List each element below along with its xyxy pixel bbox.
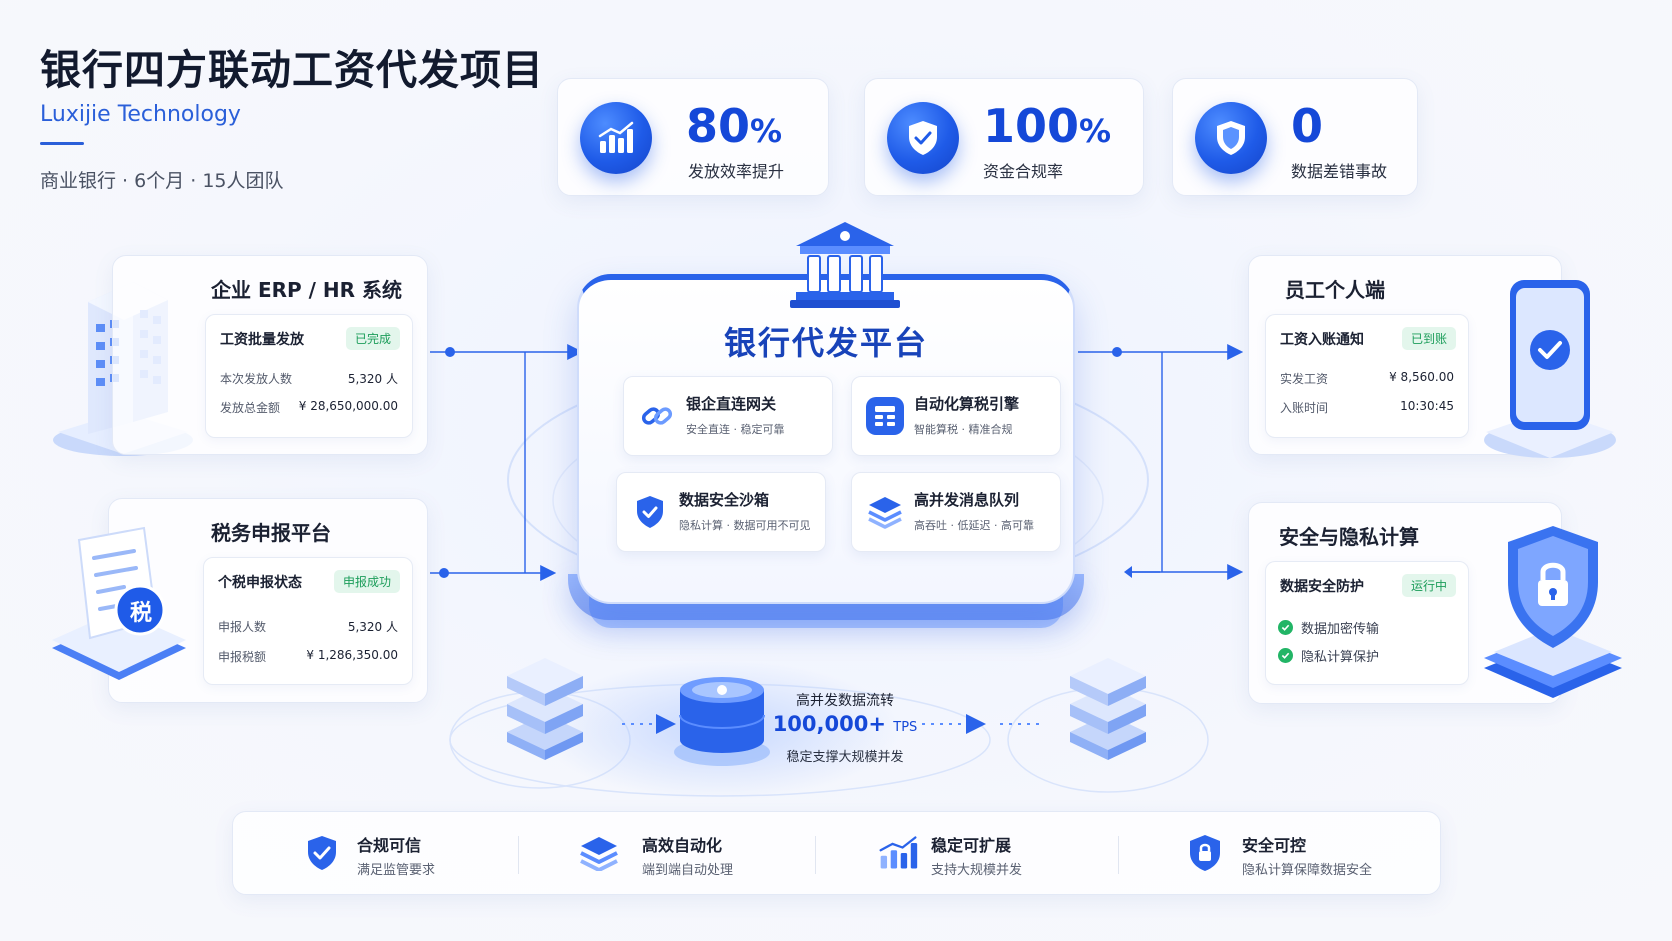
feature-title: 稳定可扩展 [931,836,1012,855]
card-title: 个税申报状态 [218,575,302,591]
module-desc: 高吞吐 · 低延迟 · 高可靠 [914,519,1034,532]
check-item: 隐私计算保护 [1278,646,1379,665]
feature-compliance: 合规可信 满足监管要求 [233,812,535,896]
kpi-label: 发放效率提升 [688,162,785,181]
kpi-card-errors: 0 数据差错事故 [1172,78,1418,196]
flow-title: 高并发数据流转 [796,693,894,709]
feature-desc: 满足监管要求 [357,863,436,878]
module-desc: 安全直连 · 稳定可靠 [686,423,785,436]
module-title: 银企直连网关 [686,395,777,413]
shield-check-icon [887,102,959,174]
kpi-value: 100% [983,99,1112,153]
row-value: ¥ 8,560.00 [1389,370,1454,384]
feature-desc: 支持大规模并发 [931,863,1023,878]
layers-icon [866,493,904,531]
page-title: 银行四方联动工资代发项目 [40,46,544,94]
payroll-batch-card: 工资批量发放 已完成 本次发放人数 5,320 人 发放总金额 ¥ 28,650… [205,314,413,438]
tax-panel: 税务申报平台 个税申报状态 申报成功 申报人数 5,320 人 申报税额 ¥ 1… [108,498,428,703]
divider [1118,836,1119,874]
shield-check-icon [631,493,669,531]
row-label: 申报人数 [218,620,267,634]
project-meta: 商业银行 · 6个月 · 15人团队 [40,170,284,192]
erp-panel: 企业 ERP / HR 系统 工资批量发放 已完成 本次发放人数 5,320 人… [112,255,428,455]
row-label: 发放总金额 [220,401,281,415]
feature-title: 高效自动化 [642,836,723,855]
smartphone-icon [1484,280,1616,458]
kpi-card-efficiency: 80% 发放效率提升 [557,78,829,196]
module-tax-engine: 自动化算税引擎 智能算税 · 精准合规 [851,376,1061,456]
row-value: ¥ 28,650,000.00 [298,399,398,413]
feature-desc: 端到端自动处理 [642,863,734,878]
status-badge: 已完成 [345,327,400,350]
platform-title: 银行代发平台 [723,324,928,362]
status-badge: 已到账 [1401,327,1456,350]
panel-title: 安全与隐私计算 [1279,525,1419,549]
flow-desc: 稳定支撑大规模并发 [786,750,904,765]
employee-panel: 员工个人端 工资入账通知 已到账 实发工资 ¥ 8,560.00 入账时间 10… [1248,255,1562,455]
module-desc: 隐私计算 · 数据可用不可见 [679,519,811,532]
tax-document-icon [52,526,186,680]
module-title: 数据安全沙箱 [679,491,770,509]
bank-building-icon [790,222,900,308]
status-badge: 运行中 [1401,574,1456,597]
flow-throughput: 100,000+ TPS [772,712,918,736]
row-value: 5,320 人 [347,372,398,386]
status-badge: 申报成功 [333,570,400,593]
feature-security: 安全可控 隐私计算保障数据安全 [1118,812,1420,896]
bar-chart-icon [580,102,652,174]
feature-automation: 高效自动化 端到端自动处理 [518,812,820,896]
card-title: 工资入账通知 [1280,332,1364,348]
feature-title: 安全可控 [1242,836,1307,855]
divider [518,836,519,874]
feature-bar: 合规可信 满足监管要求 高效自动化 端到端自动处理 稳定可扩展 支持大规模并发 [232,811,1441,895]
company-name: Luxijie Technology [40,102,241,127]
check-item: 数据加密传输 [1278,618,1379,637]
check-icon [1278,648,1293,663]
feature-scalability: 稳定可扩展 支持大规模并发 [815,812,1117,896]
module-sandbox: 数据安全沙箱 隐私计算 · 数据可用不可见 [616,472,826,552]
module-gateway: 银企直连网关 安全直连 · 稳定可靠 [623,376,833,456]
security-shield-lock-icon [1484,526,1622,698]
row-value: 5,320 人 [347,620,398,634]
kpi-label: 数据差错事故 [1291,162,1388,181]
kpi-card-compliance: 100% 资金合规率 [864,78,1144,196]
server-left-icon [507,658,583,760]
server-right-icon [1070,658,1146,760]
feature-desc: 隐私计算保障数据安全 [1242,863,1373,878]
kpi-label: 资金合规率 [983,162,1064,181]
row-value: 10:30:45 [1400,399,1454,413]
row-label: 本次发放人数 [220,372,293,386]
card-title: 数据安全防护 [1280,579,1364,595]
feature-title: 合规可信 [357,836,422,855]
row-label: 实发工资 [1280,372,1329,386]
tax-status-card: 个税申报状态 申报成功 申报人数 5,320 人 申报税额 ¥ 1,286,35… [203,557,413,685]
module-desc: 智能算税 · 精准合规 [914,423,1013,436]
panel-title: 员工个人端 [1285,278,1385,302]
check-icon [1278,620,1293,635]
row-label: 申报税额 [218,650,267,664]
row-label: 入账时间 [1280,401,1329,415]
salary-notice-card: 工资入账通知 已到账 实发工资 ¥ 8,560.00 入账时间 10:30:45 [1265,314,1469,438]
title-accent-line [40,142,84,145]
lock-icon [1184,832,1226,874]
link-icon [638,397,676,435]
kpi-value: 80% [686,99,783,153]
row-value: ¥ 1,286,350.00 [306,648,398,662]
card-title: 工资批量发放 [220,332,304,348]
shield-icon [1195,102,1267,174]
calculator-icon [866,397,904,435]
panel-title: 税务申报平台 [211,521,331,545]
shield-check-icon [301,832,343,874]
database-icon [674,677,770,766]
tax-icon-label: 税 [129,601,152,626]
module-message-queue: 高并发消息队列 高吞吐 · 低延迟 · 高可靠 [851,472,1061,552]
data-protection-card: 数据安全防护 运行中 数据加密传输 隐私计算保护 [1265,561,1469,685]
module-title: 高并发消息队列 [914,491,1020,509]
divider [815,836,816,874]
bar-chart-icon [877,832,919,874]
module-title: 自动化算税引擎 [914,395,1020,413]
layers-icon [578,832,620,874]
panel-title: 企业 ERP / HR 系统 [211,278,403,302]
kpi-value: 0 [1291,99,1324,153]
